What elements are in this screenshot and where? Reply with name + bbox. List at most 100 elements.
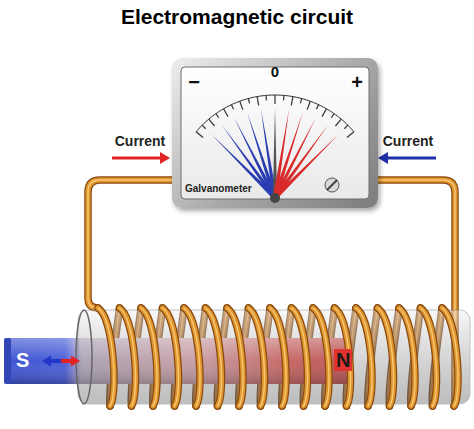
coil-front (141, 308, 157, 406)
coil-front (98, 308, 114, 406)
arrow-head (71, 356, 80, 367)
scale-tick (202, 125, 206, 129)
coil-front (421, 308, 437, 406)
pole-label: N (334, 349, 352, 371)
scale-tick (283, 95, 285, 100)
coil-front (399, 308, 415, 406)
zero-screw-slot (327, 180, 337, 190)
scale-tick (307, 101, 310, 109)
scale-plus: + (351, 71, 363, 93)
needle (273, 125, 328, 199)
arrow-shaft (112, 157, 160, 160)
coil-front (313, 308, 329, 406)
wire (88, 180, 175, 308)
scale-tick (224, 109, 229, 117)
coil-front (313, 308, 329, 406)
coil-front (442, 308, 458, 406)
coil-front (184, 308, 200, 406)
coil-front (227, 308, 243, 406)
coil-front (270, 308, 286, 406)
wire (88, 180, 175, 308)
coil-front (270, 308, 286, 406)
scale-tick (316, 105, 318, 110)
needle (273, 118, 316, 199)
arrow-head (378, 152, 388, 164)
arrow-head (42, 356, 51, 367)
arrow-shaft (61, 359, 71, 363)
coil-front (227, 308, 243, 406)
scale-tick (347, 132, 354, 138)
meter-label: Galvanometer (185, 183, 252, 194)
pivot (270, 193, 280, 203)
current-label: Current (383, 134, 434, 149)
coil-front (249, 308, 265, 406)
scale-tick (300, 99, 301, 104)
scale-tick (231, 105, 233, 110)
coil-front (163, 308, 179, 406)
pole-label: S (16, 349, 29, 371)
scale-tick (216, 114, 219, 118)
coil-front (399, 308, 415, 406)
coil-front (378, 308, 394, 406)
coil-front (227, 308, 243, 406)
bar-magnet: SN (6, 338, 352, 384)
coil-front (270, 308, 286, 406)
coil-front (356, 308, 372, 406)
coil-front (356, 308, 372, 406)
scale-tick (344, 125, 348, 129)
coil-front (292, 308, 308, 406)
coil-front (442, 308, 458, 406)
coil-front (163, 308, 179, 406)
coil-front (206, 308, 222, 406)
scale-tick (240, 101, 243, 109)
coil-front (98, 308, 114, 406)
scale-tick (335, 119, 341, 126)
scale-minus: − (188, 71, 200, 93)
diagram-title: Electromagnetic circuit (0, 5, 474, 28)
coil-front (442, 308, 458, 406)
arrow-head (160, 152, 170, 164)
needle (273, 134, 338, 199)
coil-front (120, 308, 136, 406)
coil-front (206, 308, 222, 406)
coil-front (141, 308, 157, 406)
scale-tick (291, 97, 293, 106)
coil-front (356, 308, 372, 406)
arrow-shaft (388, 157, 436, 160)
coil-front (249, 308, 265, 406)
scale-tick (257, 97, 259, 106)
scale-tick (331, 114, 334, 118)
meter-dial (181, 67, 369, 199)
galvanometer: 0 − + Galvanometer (172, 58, 378, 208)
coil-front (98, 308, 114, 406)
coil-front (184, 308, 200, 406)
coil-front (184, 308, 200, 406)
tube-rim (76, 310, 92, 404)
coil-front (141, 308, 157, 406)
coil-front (399, 308, 415, 406)
coil-front (313, 308, 329, 406)
coil-front (421, 308, 437, 406)
wire (88, 180, 175, 308)
coil-front (249, 308, 265, 406)
scale-tick (265, 95, 267, 100)
coil-front (120, 308, 136, 406)
coil-front (421, 308, 437, 406)
coil-front (206, 308, 222, 406)
scale-tick (274, 95, 275, 104)
scale-zero: 0 (271, 64, 279, 81)
current-label: Current (115, 134, 166, 149)
coil-front (163, 308, 179, 406)
magnet-end (4, 338, 11, 384)
scale-tick (248, 99, 249, 104)
scale-tick (322, 109, 327, 117)
coil-front (292, 308, 308, 406)
zero-screw (325, 178, 339, 192)
coil-front (378, 308, 394, 406)
coil-front (292, 308, 308, 406)
coil-front (120, 308, 136, 406)
scale-tick (209, 119, 215, 126)
scale-tick (196, 132, 203, 138)
coil-front (378, 308, 394, 406)
